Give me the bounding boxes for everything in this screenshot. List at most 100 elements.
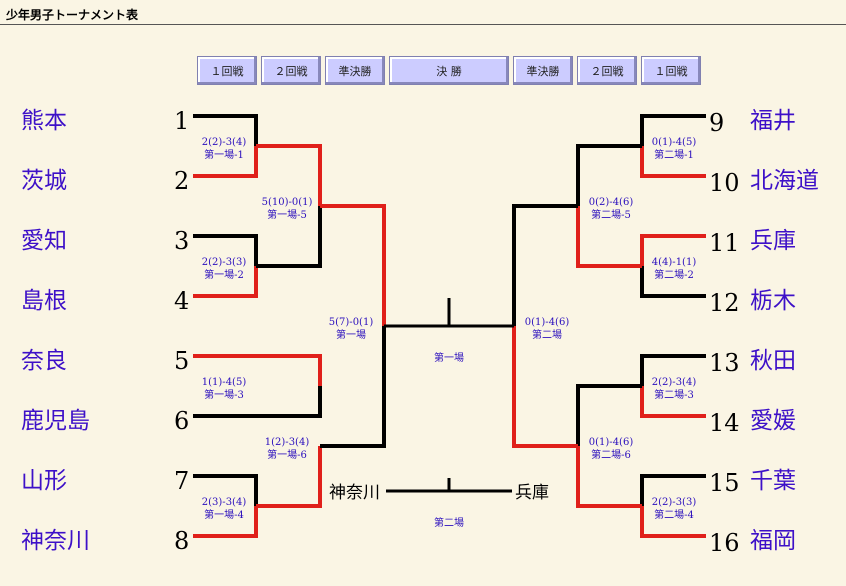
bracket-line-winner (193, 506, 258, 538)
seed-number: 12 (709, 289, 740, 317)
score-text: 5(10)-0(1) (261, 197, 313, 208)
venue-text: 第二場-3 (654, 390, 694, 401)
team-name-right: 兵庫 (750, 228, 796, 254)
match-score: 0(1)-4(5) 第二場-1 (644, 136, 704, 162)
bracket-line-loser (512, 204, 578, 326)
seed-number: 16 (709, 529, 740, 557)
venue-text: 第二場-1 (654, 150, 694, 161)
page-title: 少年男子トーナメント表 (6, 8, 139, 22)
seed-number: 10 (709, 169, 740, 197)
venue-text: 第一場-2 (204, 270, 244, 281)
third-place-venue: 第二場 (434, 518, 464, 529)
seed-number: 5 (174, 347, 190, 375)
team-name-left: 奈良 (21, 348, 67, 374)
third-place-left-team: 神奈川 (329, 483, 380, 503)
bracket-line-winner (576, 206, 642, 268)
bracket-line-winner (640, 146, 706, 178)
match-score: 5(10)-0(1) 第一場-5 (256, 196, 318, 222)
header-round2-right: ２回戦 (577, 56, 637, 85)
bracket-line-loser (576, 384, 642, 446)
seed-number: 8 (174, 527, 190, 555)
header-round2-left: ２回戦 (261, 56, 321, 85)
bracket-line-loser (193, 474, 258, 506)
venue-text: 第二場-6 (591, 450, 631, 461)
bracket-line-winner (320, 204, 386, 326)
bracket-line-winner (256, 446, 322, 508)
match-score: 4(4)-1(1) 第二場-2 (644, 256, 704, 282)
team-name-left: 熊本 (21, 108, 67, 134)
team-name-left: 茨城 (21, 168, 67, 194)
match-score: 0(2)-4(6) 第二場-5 (580, 196, 642, 222)
score-text: 2(2)-3(3) (201, 257, 247, 268)
team-name-right: 秋田 (750, 348, 796, 374)
seed-number: 11 (709, 229, 740, 257)
score-text: 2(3)-3(4) (201, 497, 247, 508)
header-round1-left: １回戦 (197, 56, 257, 85)
bracket-line-loser (193, 234, 258, 266)
venue-text: 第二場-5 (591, 210, 631, 221)
team-name-right: 北海道 (750, 168, 819, 194)
bracket-line-loser (640, 474, 706, 506)
venue-text: 第一場-3 (204, 390, 244, 401)
team-name-right: 福岡 (750, 528, 796, 554)
header-round1-right: １回戦 (641, 56, 701, 85)
bracket-line-loser (193, 114, 258, 146)
seed-number: 6 (174, 407, 190, 435)
seed-number: 1 (174, 107, 190, 135)
venue-text: 第二場-4 (654, 510, 694, 521)
venue-text: 第一場 (336, 330, 366, 341)
header-semifinal-left: 準決勝 (325, 56, 385, 85)
seed-number: 3 (174, 227, 190, 255)
team-name-right: 千葉 (750, 468, 796, 494)
venue-text: 第一場-5 (267, 210, 307, 221)
team-name-right: 栃木 (750, 288, 796, 314)
bracket-line-loser (640, 114, 706, 146)
bracket-line-winner (640, 234, 706, 266)
title-divider (0, 24, 846, 25)
match-score: 1(1)-4(5) 第一場-3 (194, 376, 254, 402)
bracket-line-loser (193, 386, 322, 418)
match-score: 2(2)-3(4) 第二場-3 (644, 376, 704, 402)
seed-number: 13 (709, 349, 740, 377)
team-name-right: 福井 (750, 108, 796, 134)
team-name-right: 愛媛 (750, 408, 796, 434)
bracket-line-winner (640, 386, 706, 418)
score-text: 1(1)-4(5) (201, 377, 247, 388)
bracket-line-winner (512, 326, 578, 448)
score-text: 2(2)-3(4) (201, 137, 247, 148)
seed-number: 7 (174, 467, 190, 495)
match-score: 2(2)-3(3) 第二場-4 (644, 496, 704, 522)
bracket-line-winner (640, 506, 706, 538)
header-semifinal-right: 準決勝 (513, 56, 573, 85)
bracket-line-winner (193, 354, 322, 386)
score-text: 0(1)-4(5) (651, 137, 697, 148)
venue-text: 第一場-4 (204, 510, 244, 521)
header-final: 決 勝 (389, 56, 509, 85)
score-text: 4(4)-1(1) (651, 257, 697, 268)
bracket-line-loser (640, 266, 706, 298)
bracket-line-winner (576, 446, 642, 508)
team-name-left: 山形 (21, 468, 67, 494)
seed-number: 14 (709, 409, 740, 437)
team-name-left: 神奈川 (21, 528, 90, 554)
score-text: 2(2)-3(4) (651, 377, 697, 388)
score-text: 2(2)-3(3) (651, 497, 697, 508)
score-text: 1(2)-3(4) (264, 437, 310, 448)
seed-number: 15 (709, 469, 740, 497)
match-score: 2(2)-3(4) 第一場-1 (194, 136, 254, 162)
bracket-line-winner (193, 266, 258, 298)
seed-number: 9 (709, 109, 725, 137)
seed-number: 4 (174, 287, 190, 315)
match-score: 0(1)-4(6) 第二場-6 (580, 436, 642, 462)
team-name-left: 島根 (21, 288, 67, 314)
third-place-right-team: 兵庫 (515, 483, 549, 503)
score-text: 0(2)-4(6) (588, 197, 634, 208)
score-text: 0(1)-4(6) (588, 437, 634, 448)
bracket-line-loser (256, 206, 322, 268)
team-name-left: 鹿児島 (21, 408, 90, 434)
bracket-line-winner (256, 144, 322, 206)
venue-text: 第一場-1 (204, 150, 244, 161)
score-text: 5(7)-0(1) (328, 317, 374, 328)
match-score: 5(7)-0(1) 第一場 (320, 316, 382, 342)
